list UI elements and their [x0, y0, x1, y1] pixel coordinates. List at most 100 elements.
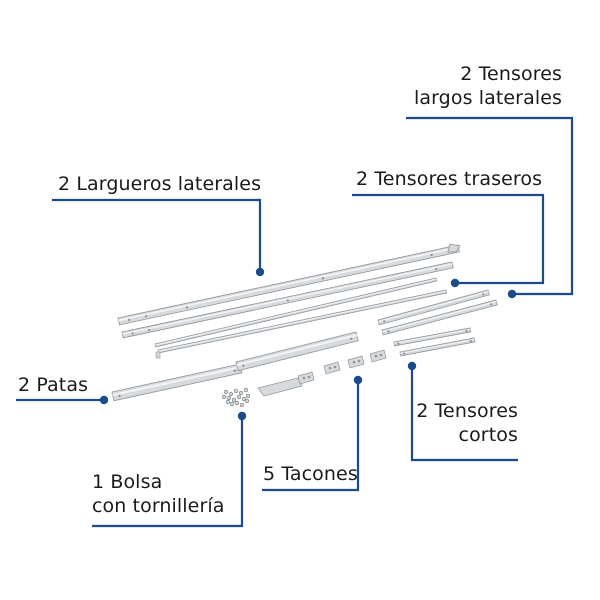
screw-2: [233, 388, 239, 394]
tensor-largo-2-hole-1: [489, 303, 493, 306]
tacon-2: [297, 371, 315, 385]
tensor-corto-2-highlight: [400, 338, 475, 354]
pata-1: [111, 363, 243, 402]
label-tensores-largos-line1: 2 Tensores: [460, 63, 562, 85]
larguero-1-hole-2: [185, 306, 189, 309]
label-tensores-cortos-line2: cortos: [458, 424, 518, 446]
tacon-4-hole-b: [357, 359, 361, 363]
screw-15: [244, 398, 250, 404]
larguero-1-highlight: [118, 246, 459, 322]
tacon-5-plate: [369, 349, 387, 363]
tacon-5: [369, 349, 387, 363]
tensor-corto-2: [399, 337, 476, 357]
label-tacones: 5 Tacones: [263, 462, 358, 486]
label-largueros-laterales: 2 Largueros laterales: [58, 172, 261, 196]
tacon-2-hole-b: [307, 375, 311, 379]
tensor-trasero-1-highlight: [155, 278, 437, 346]
label-patas: 2 Patas: [18, 373, 88, 397]
label-largueros-line1: 2 Largueros laterales: [58, 173, 262, 195]
tensor-largo-2: [381, 299, 498, 336]
label-tensores-largos-line2: largos laterales: [413, 87, 562, 109]
bolsa-tornilleria: [221, 387, 251, 408]
callout-tensores-cortos: [410, 366, 518, 462]
tensor-corto-1-highlight: [394, 328, 471, 344]
tensor-corto-1-hole-1: [465, 329, 468, 333]
label-patas-line1: 2 Patas: [18, 374, 89, 396]
pata-1-hole-1: [233, 369, 236, 372]
larguero-1-hole-1: [144, 315, 148, 318]
larguero-2-hole-3: [435, 267, 438, 271]
label-bolsa-line2: con tornillería: [92, 495, 225, 517]
label-tensores-cortos: 2 Tensores cortos: [416, 399, 518, 447]
label-tensores-largos-laterales: 2 Tensores largos laterales: [414, 62, 562, 110]
tensor-trasero-2-highlight: [158, 290, 447, 352]
screw-3: [238, 390, 244, 396]
callout-patas-dot: [99, 395, 109, 405]
screw-1: [228, 391, 234, 397]
tacon-2-plate: [297, 371, 315, 385]
screw-0: [223, 389, 229, 395]
screw-6: [231, 397, 237, 403]
callout-tacones-dot: [353, 375, 363, 385]
callout-tensores-traseros: [352, 193, 545, 285]
tacon-3: [323, 361, 341, 375]
tensor-largo-1: [377, 289, 490, 326]
screw-7: [236, 394, 242, 400]
label-bolsa-tornilleria: 1 Bolsa con tornillería: [92, 470, 225, 518]
tacon-4: [347, 355, 365, 369]
tacon-3-hole-b: [333, 365, 337, 369]
screw-14: [225, 399, 231, 405]
larguero-2-hole-1: [147, 328, 151, 332]
pata-2-hole-0: [242, 364, 245, 367]
pata-1-highlight: [112, 365, 241, 397]
callout-tensores-largos-dot: [507, 289, 517, 299]
pata-2: [235, 331, 359, 372]
tacon-1: [257, 377, 303, 397]
tensor-largo-1-hole-1: [482, 293, 485, 296]
larguero-1-hole-4: [430, 253, 433, 257]
pata-2-highlight: [236, 333, 358, 367]
tacon-5-hole-a: [374, 354, 378, 358]
label-tensores-cortos-line1: 2 Tensores: [416, 400, 518, 422]
callout-tensores-largos: [406, 116, 574, 296]
tacon-2-hole-a: [302, 376, 306, 380]
callout-lines: [16, 116, 574, 528]
label-tensores-traseros-line1: 2 Tensores traseros: [356, 168, 543, 190]
callout-largueros-dot: [255, 267, 265, 277]
screw-11: [239, 402, 245, 408]
tensor-largo-1-highlight: [378, 291, 489, 323]
larguero-2: [121, 261, 454, 339]
tensor-largo-2-hole-0: [387, 330, 390, 333]
tacon-3-plate: [323, 361, 341, 375]
pata-2-body: [235, 331, 359, 372]
tensor-trasero-1: [154, 277, 438, 348]
tensor-corto-1-hole-0: [397, 342, 400, 345]
parts-illustration: [111, 243, 498, 408]
larguero-2-hole-2: [286, 299, 289, 302]
screw-12: [245, 393, 251, 399]
label-tacones-line1: 5 Tacones: [263, 463, 358, 485]
tensor-largo-1-hole-0: [383, 320, 386, 323]
callout-tacones: [262, 380, 360, 492]
screw-9: [229, 401, 235, 407]
larguero-1-end: [447, 243, 461, 253]
label-bolsa-line1: 1 Bolsa: [92, 471, 163, 493]
tensor-corto-2-hole-1: [469, 339, 472, 343]
larguero-2-highlight: [122, 263, 453, 335]
pata-2-hole-1: [350, 337, 353, 340]
larguero-1-hole-3: [321, 277, 325, 280]
tacon-4-hole-a: [352, 360, 356, 364]
tensor-corto-1: [393, 327, 472, 347]
tacon-1-plate: [257, 377, 303, 397]
screw-5: [226, 395, 232, 401]
callout-largueros: [52, 198, 262, 272]
callout-bolsa-dot: [237, 411, 247, 421]
larguero-1-hole-0: [127, 318, 131, 322]
small-clip: [155, 351, 161, 359]
label-tensores-traseros: 2 Tensores traseros: [356, 167, 542, 191]
tacon-3-hole-a: [328, 366, 332, 370]
callout-tensores-traseros-dot: [450, 278, 460, 288]
screw-13: [221, 394, 227, 400]
screw-10: [234, 400, 240, 406]
